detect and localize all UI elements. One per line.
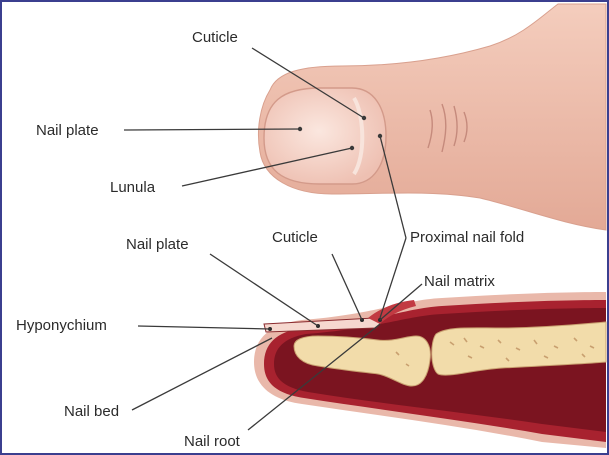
leader-cuticle-bottom	[332, 254, 362, 320]
label-nail-root: Nail root	[184, 433, 241, 450]
label-nail-bed: Nail bed	[64, 403, 119, 420]
thumbnail-plate	[264, 88, 386, 184]
leader-nail-bed	[132, 338, 272, 410]
label-cuticle-bottom: Cuticle	[272, 229, 318, 246]
label-hyponychium: Hyponychium	[16, 317, 107, 334]
label-nail-matrix: Nail matrix	[424, 273, 495, 290]
label-lunula: Lunula	[110, 179, 156, 196]
label-nail-plate-top: Nail plate	[36, 122, 99, 139]
leader-nail-plate-bottom	[210, 254, 318, 326]
label-nail-plate-bottom: Nail plate	[126, 236, 189, 253]
finger-cross-section	[254, 292, 606, 448]
label-cuticle-top: Cuticle	[192, 29, 238, 46]
leader-hyponychium	[138, 326, 270, 329]
thumb-illustration	[258, 4, 606, 230]
label-proximal-nail-fold: Proximal nail fold	[410, 229, 524, 246]
